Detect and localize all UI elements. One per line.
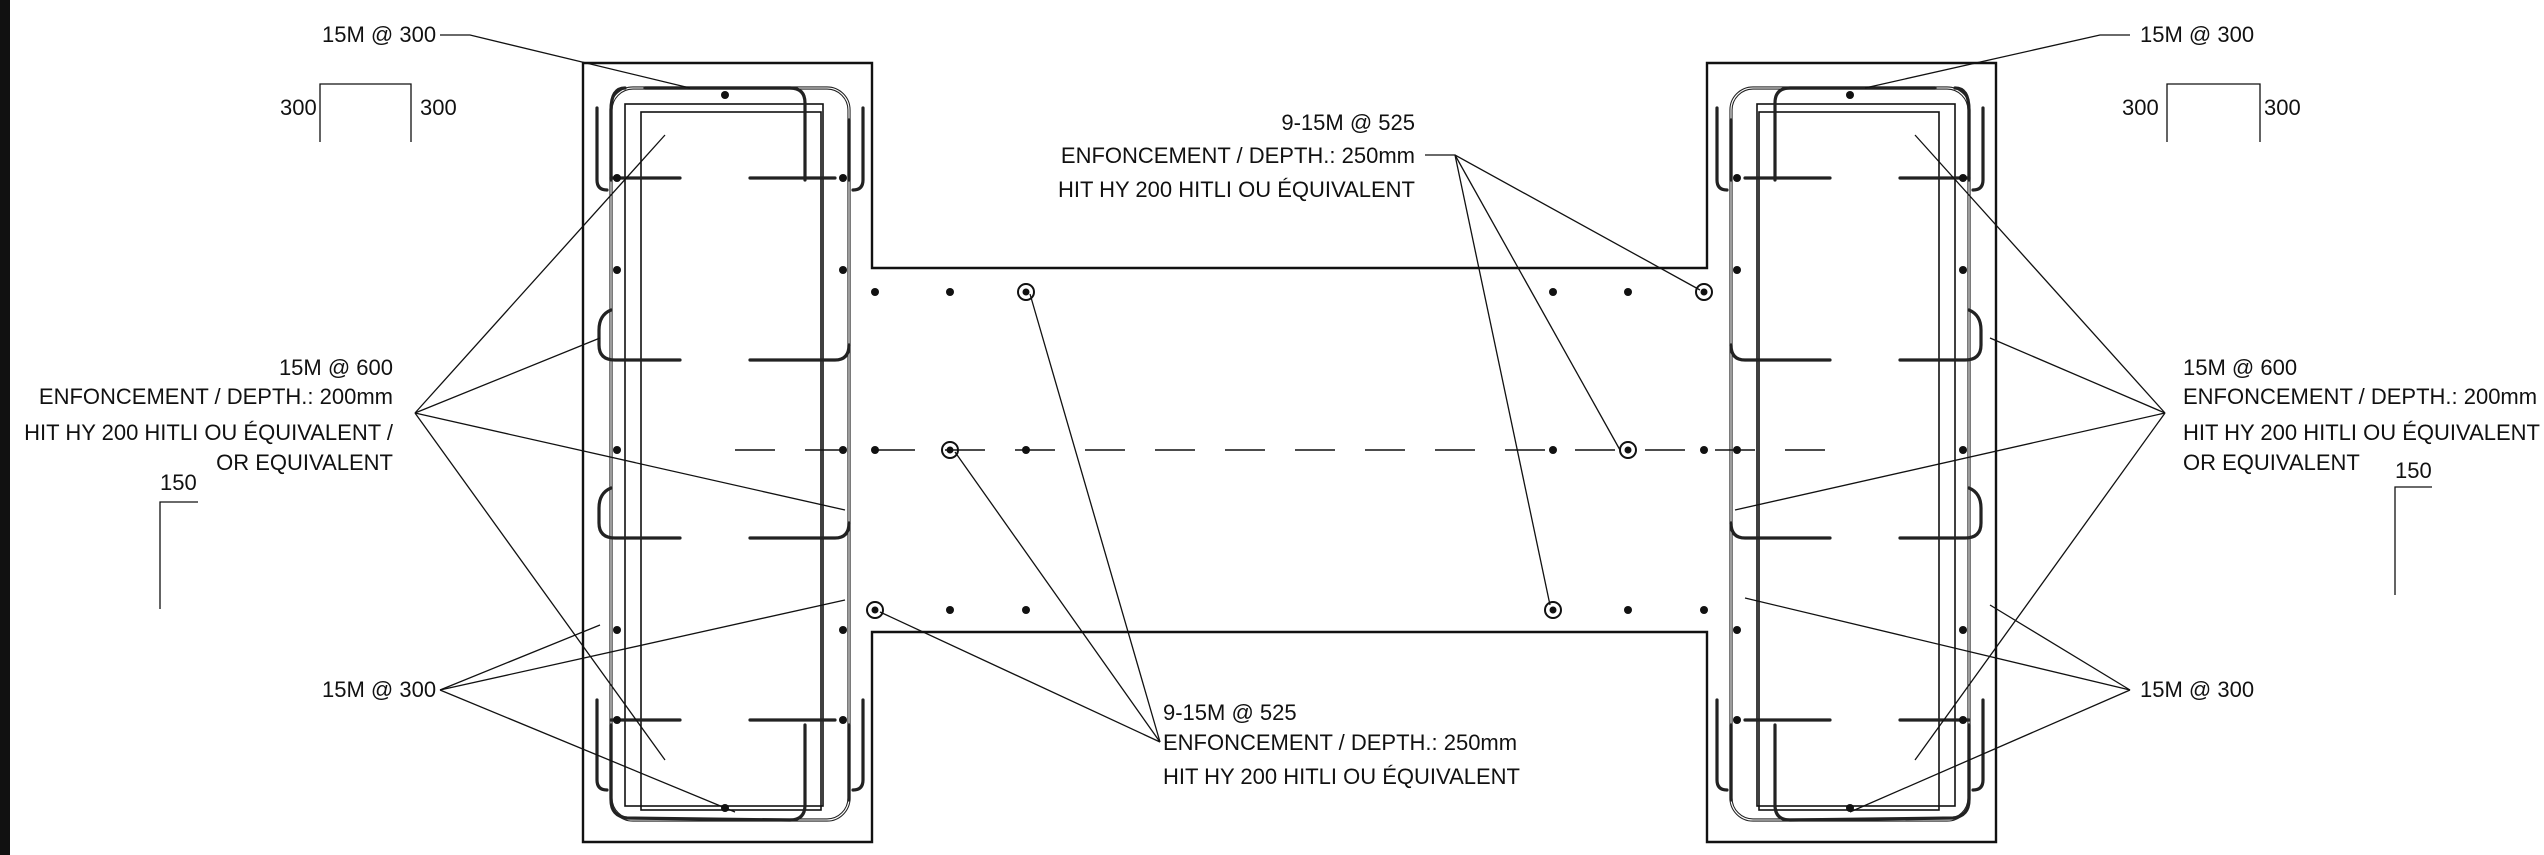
label-left-mid-2: ENFONCEMENT / DEPTH.: 200mm	[39, 384, 393, 409]
label-br-bottom: 15M @ 300	[2140, 677, 2254, 702]
label-center-bot-1: 9-15M @ 525	[1163, 700, 1297, 725]
label-tl-top: 15M @ 300	[322, 22, 436, 47]
right-column-rebar	[1715, 86, 1985, 822]
label-tr-dim-left: 300	[2122, 95, 2159, 120]
left-hook-150-shape	[159, 501, 198, 609]
label-center-top-3: HIT HY 200 HITLI OU ÉQUIVALENT	[1058, 177, 1415, 202]
label-right-mid-1: 15M @ 600	[2183, 355, 2297, 380]
label-tr-top: 15M @ 300	[2140, 22, 2254, 47]
label-tl-dim-right: 300	[420, 95, 457, 120]
label-left-mid-3: HIT HY 200 HITLI OU ÉQUIVALENT /	[24, 420, 394, 445]
label-center-bot-2: ENFONCEMENT / DEPTH.: 250mm	[1163, 730, 1517, 755]
left-column-rebar	[595, 86, 865, 822]
sheet-border-left	[0, 0, 10, 855]
label-center-top-2: ENFONCEMENT / DEPTH.: 250mm	[1061, 143, 1415, 168]
label-bl-bottom: 15M @ 300	[322, 677, 436, 702]
label-center-top-1: 9-15M @ 525	[1281, 110, 1415, 135]
concrete-outline	[581, 61, 1998, 844]
label-left-hook-dim: 150	[160, 470, 197, 495]
label-left-mid-4: OR EQUIVALENT	[216, 450, 393, 475]
web-anchor-holes	[866, 283, 1713, 619]
label-right-mid-3: HIT HY 200 HITLI OU ÉQUIVALENT /	[2183, 420, 2544, 445]
label-right-hook-dim: 150	[2395, 458, 2432, 483]
label-tl-dim-left: 300	[280, 95, 317, 120]
tr-hook-shape	[2166, 83, 2261, 142]
label-center-bot-3: HIT HY 200 HITLI OU ÉQUIVALENT	[1163, 764, 1520, 789]
leader-lines	[414, 34, 2166, 813]
label-tr-dim-right: 300	[2264, 95, 2301, 120]
right-hook-150-shape	[2394, 486, 2432, 595]
tl-hook-shape	[319, 83, 412, 142]
label-left-mid-1: 15M @ 600	[279, 355, 393, 380]
column-bar-dots	[613, 91, 1967, 812]
label-right-mid-2: ENFONCEMENT / DEPTH.: 200mm	[2183, 384, 2537, 409]
label-right-mid-4: OR EQUIVALENT	[2183, 450, 2360, 475]
